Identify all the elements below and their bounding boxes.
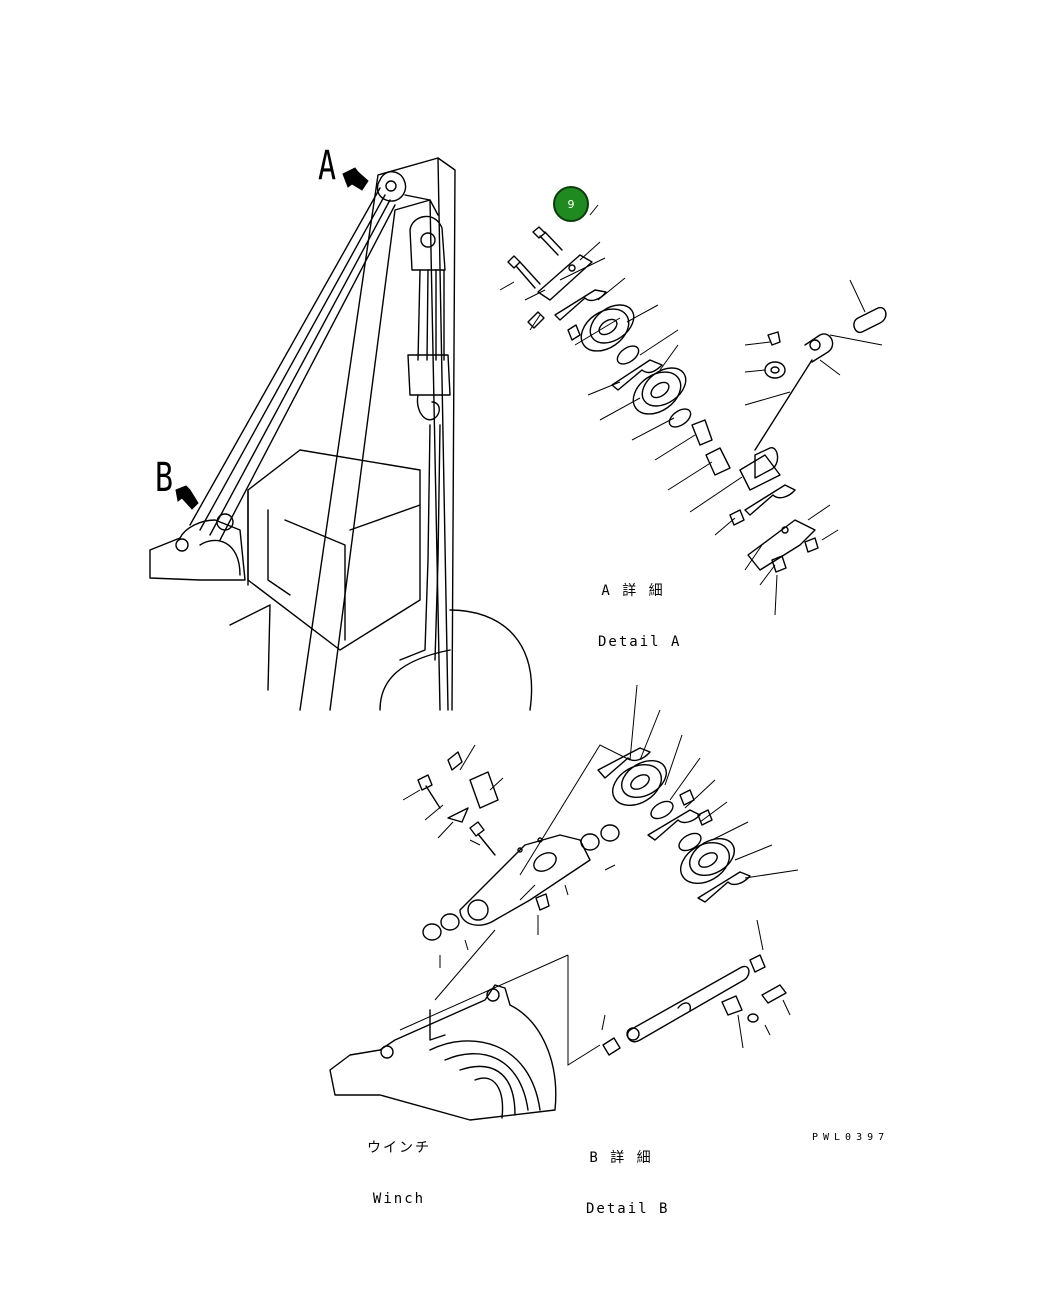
detail-a-exploded-view <box>499 204 887 616</box>
detail-b-caption: B 詳 細 Detail B <box>586 1116 670 1235</box>
winch-caption: ウインチ Winch <box>366 1106 432 1225</box>
mast-overview <box>149 157 533 711</box>
part-callout-marker[interactable]: 9 <box>553 186 589 222</box>
view-b-label: B <box>155 455 174 501</box>
detail-b-jp: B 詳 細 <box>589 1150 653 1166</box>
winch-en: Winch <box>372 1191 426 1207</box>
arrow-a-icon <box>342 167 369 191</box>
drawing-code: PWL0397 <box>812 1132 890 1143</box>
detail-a-jp: A 詳 細 <box>601 583 665 599</box>
winch-jp: ウインチ <box>367 1140 431 1156</box>
arrow-b-icon <box>175 485 199 510</box>
detail-a-en: Detail A <box>598 634 682 650</box>
detail-a-caption: A 詳 細 Detail A <box>598 549 682 668</box>
detail-b-en: Detail B <box>586 1201 670 1217</box>
callout-number: 9 <box>567 197 575 211</box>
detail-b-exploded-view <box>329 684 799 1121</box>
view-a-label: A <box>318 143 337 189</box>
